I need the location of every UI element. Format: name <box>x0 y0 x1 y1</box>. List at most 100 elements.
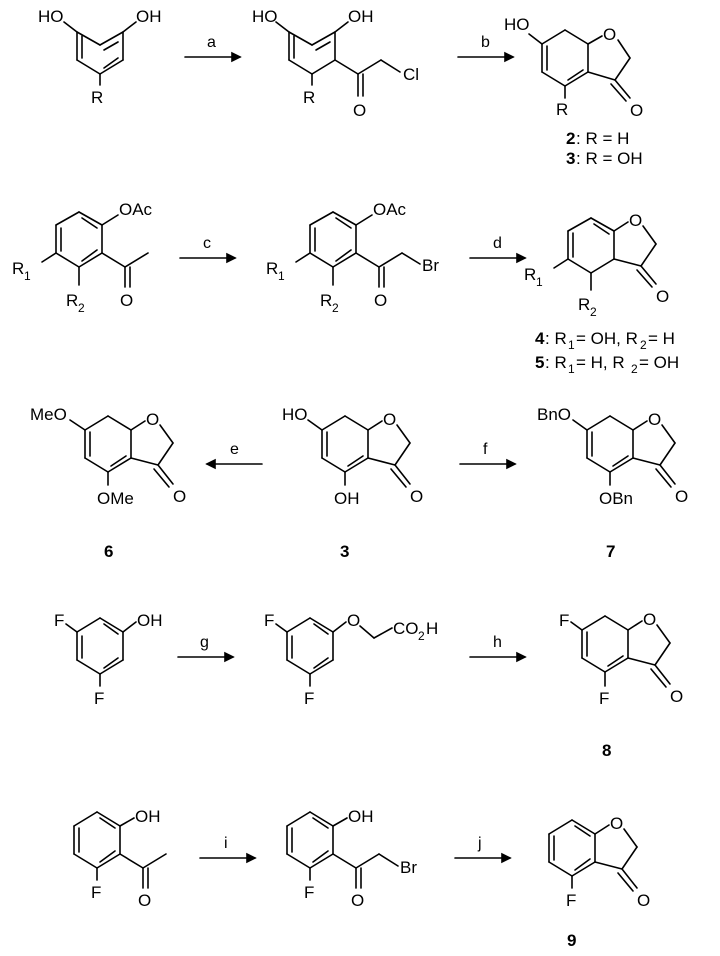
svg-text:O: O <box>353 101 366 120</box>
svg-text:O: O <box>643 610 656 629</box>
svg-text:2: 2 <box>566 129 575 148</box>
svg-text:O: O <box>637 891 650 910</box>
svg-text:OMe: OMe <box>97 489 134 508</box>
svg-text:OH: OH <box>334 489 360 508</box>
arrow-b: b <box>457 34 515 63</box>
benzofuranone-2-3: HO O O R <box>504 15 643 120</box>
svg-text:OAc: OAc <box>119 200 153 219</box>
arrow-a: a <box>184 34 242 63</box>
svg-text:O: O <box>410 487 423 506</box>
svg-text:F: F <box>264 611 274 630</box>
svg-text:2: 2 <box>590 305 597 319</box>
svg-text:OH: OH <box>135 807 161 826</box>
svg-text:MeO: MeO <box>30 405 67 424</box>
arrow-c: c <box>179 235 237 264</box>
fluoro-benzofuranone: O F O <box>548 814 650 910</box>
svg-text:F: F <box>304 689 314 708</box>
svg-text:F: F <box>94 689 104 708</box>
svg-text:j: j <box>477 835 482 852</box>
svg-text:5: 5 <box>535 353 544 372</box>
svg-text:HO: HO <box>504 15 530 34</box>
caption-2-3: 2 : R = H 3 : R = OH <box>566 129 643 168</box>
svg-text:= OH, R: = OH, R <box>576 329 638 348</box>
svg-text:O: O <box>374 291 387 310</box>
svg-text:c: c <box>203 235 211 252</box>
svg-text:F: F <box>304 883 314 902</box>
svg-text:Cl: Cl <box>403 65 419 84</box>
svg-text:R: R <box>524 265 536 284</box>
svg-text:Br: Br <box>422 256 439 275</box>
dimethoxy-benzofuranone: MeO O OMe O <box>30 405 186 508</box>
difluoro-benzofuranone: F O F O <box>559 610 683 708</box>
svg-text:2: 2 <box>640 338 647 352</box>
svg-text:h: h <box>493 634 502 651</box>
arrow-f: f <box>459 441 517 470</box>
svg-text:O: O <box>648 410 661 429</box>
svg-text:1: 1 <box>278 269 285 283</box>
svg-text:R: R <box>266 259 278 278</box>
svg-text:R: R <box>320 291 332 310</box>
label-3: 3 <box>340 542 349 561</box>
fluoro-hydroxy-bromoacetophenone: OH F O Br <box>286 807 417 910</box>
svg-text:R: R <box>303 88 315 107</box>
svg-text:O: O <box>630 101 643 120</box>
svg-text:f: f <box>483 441 488 458</box>
label-6: 6 <box>104 542 113 561</box>
svg-text:2: 2 <box>78 301 85 315</box>
svg-text:O: O <box>610 814 623 833</box>
dihydroxy-benzofuranone: HO O OH O <box>282 405 423 508</box>
svg-text:O: O <box>675 487 688 506</box>
label-8: 8 <box>602 741 611 760</box>
svg-text:CO: CO <box>393 619 419 638</box>
svg-text:R: R <box>12 259 24 278</box>
arrow-g: g <box>177 634 235 663</box>
svg-text:O: O <box>146 410 159 429</box>
svg-text:HO: HO <box>252 7 278 26</box>
svg-text:O: O <box>670 687 683 706</box>
dibenzyloxy-benzofuranone: BnO O OBn O <box>537 405 688 508</box>
fluoro-hydroxyacetophenone: OH F O <box>73 807 167 910</box>
svg-text:OAc: OAc <box>373 200 407 219</box>
svg-text:F: F <box>566 891 576 910</box>
svg-text:F: F <box>559 611 569 630</box>
svg-text:F: F <box>599 689 609 708</box>
svg-text:BnO: BnO <box>537 405 571 424</box>
svg-text:4: 4 <box>535 329 545 348</box>
resorcinol-derivative: HO OH R <box>38 7 162 107</box>
svg-text:= OH: = OH <box>639 353 679 372</box>
svg-text:R: R <box>556 100 568 119</box>
arrow-h: h <box>469 634 527 663</box>
svg-text:b: b <box>481 34 490 51</box>
svg-text:OH: OH <box>137 611 163 630</box>
svg-text:Br: Br <box>400 858 417 877</box>
svg-text:F: F <box>91 883 101 902</box>
svg-text:: R = H: : R = H <box>576 129 629 148</box>
svg-text:R: R <box>91 88 103 107</box>
arrow-j: j <box>454 835 512 864</box>
chloroacetophenone: HO OH R O Cl <box>252 7 419 120</box>
svg-text:O: O <box>603 25 616 44</box>
label-9: 9 <box>567 931 576 950</box>
svg-text:OH: OH <box>348 807 374 826</box>
svg-text:O: O <box>629 211 642 230</box>
svg-text:d: d <box>493 235 502 252</box>
svg-text:O: O <box>656 287 669 306</box>
svg-text:H: H <box>426 619 438 638</box>
svg-text:OH: OH <box>136 7 162 26</box>
svg-text:i: i <box>224 835 228 852</box>
svg-text:2: 2 <box>332 301 339 315</box>
svg-text:O: O <box>351 891 364 910</box>
svg-text:2: 2 <box>418 629 425 643</box>
svg-text:3: 3 <box>566 149 575 168</box>
svg-text:1: 1 <box>568 362 575 376</box>
svg-text:1: 1 <box>24 269 31 283</box>
svg-text:O: O <box>347 611 360 630</box>
svg-text:g: g <box>200 634 209 651</box>
svg-text:1: 1 <box>536 275 543 289</box>
svg-text:e: e <box>230 441 239 458</box>
arrow-i: i <box>199 835 257 864</box>
